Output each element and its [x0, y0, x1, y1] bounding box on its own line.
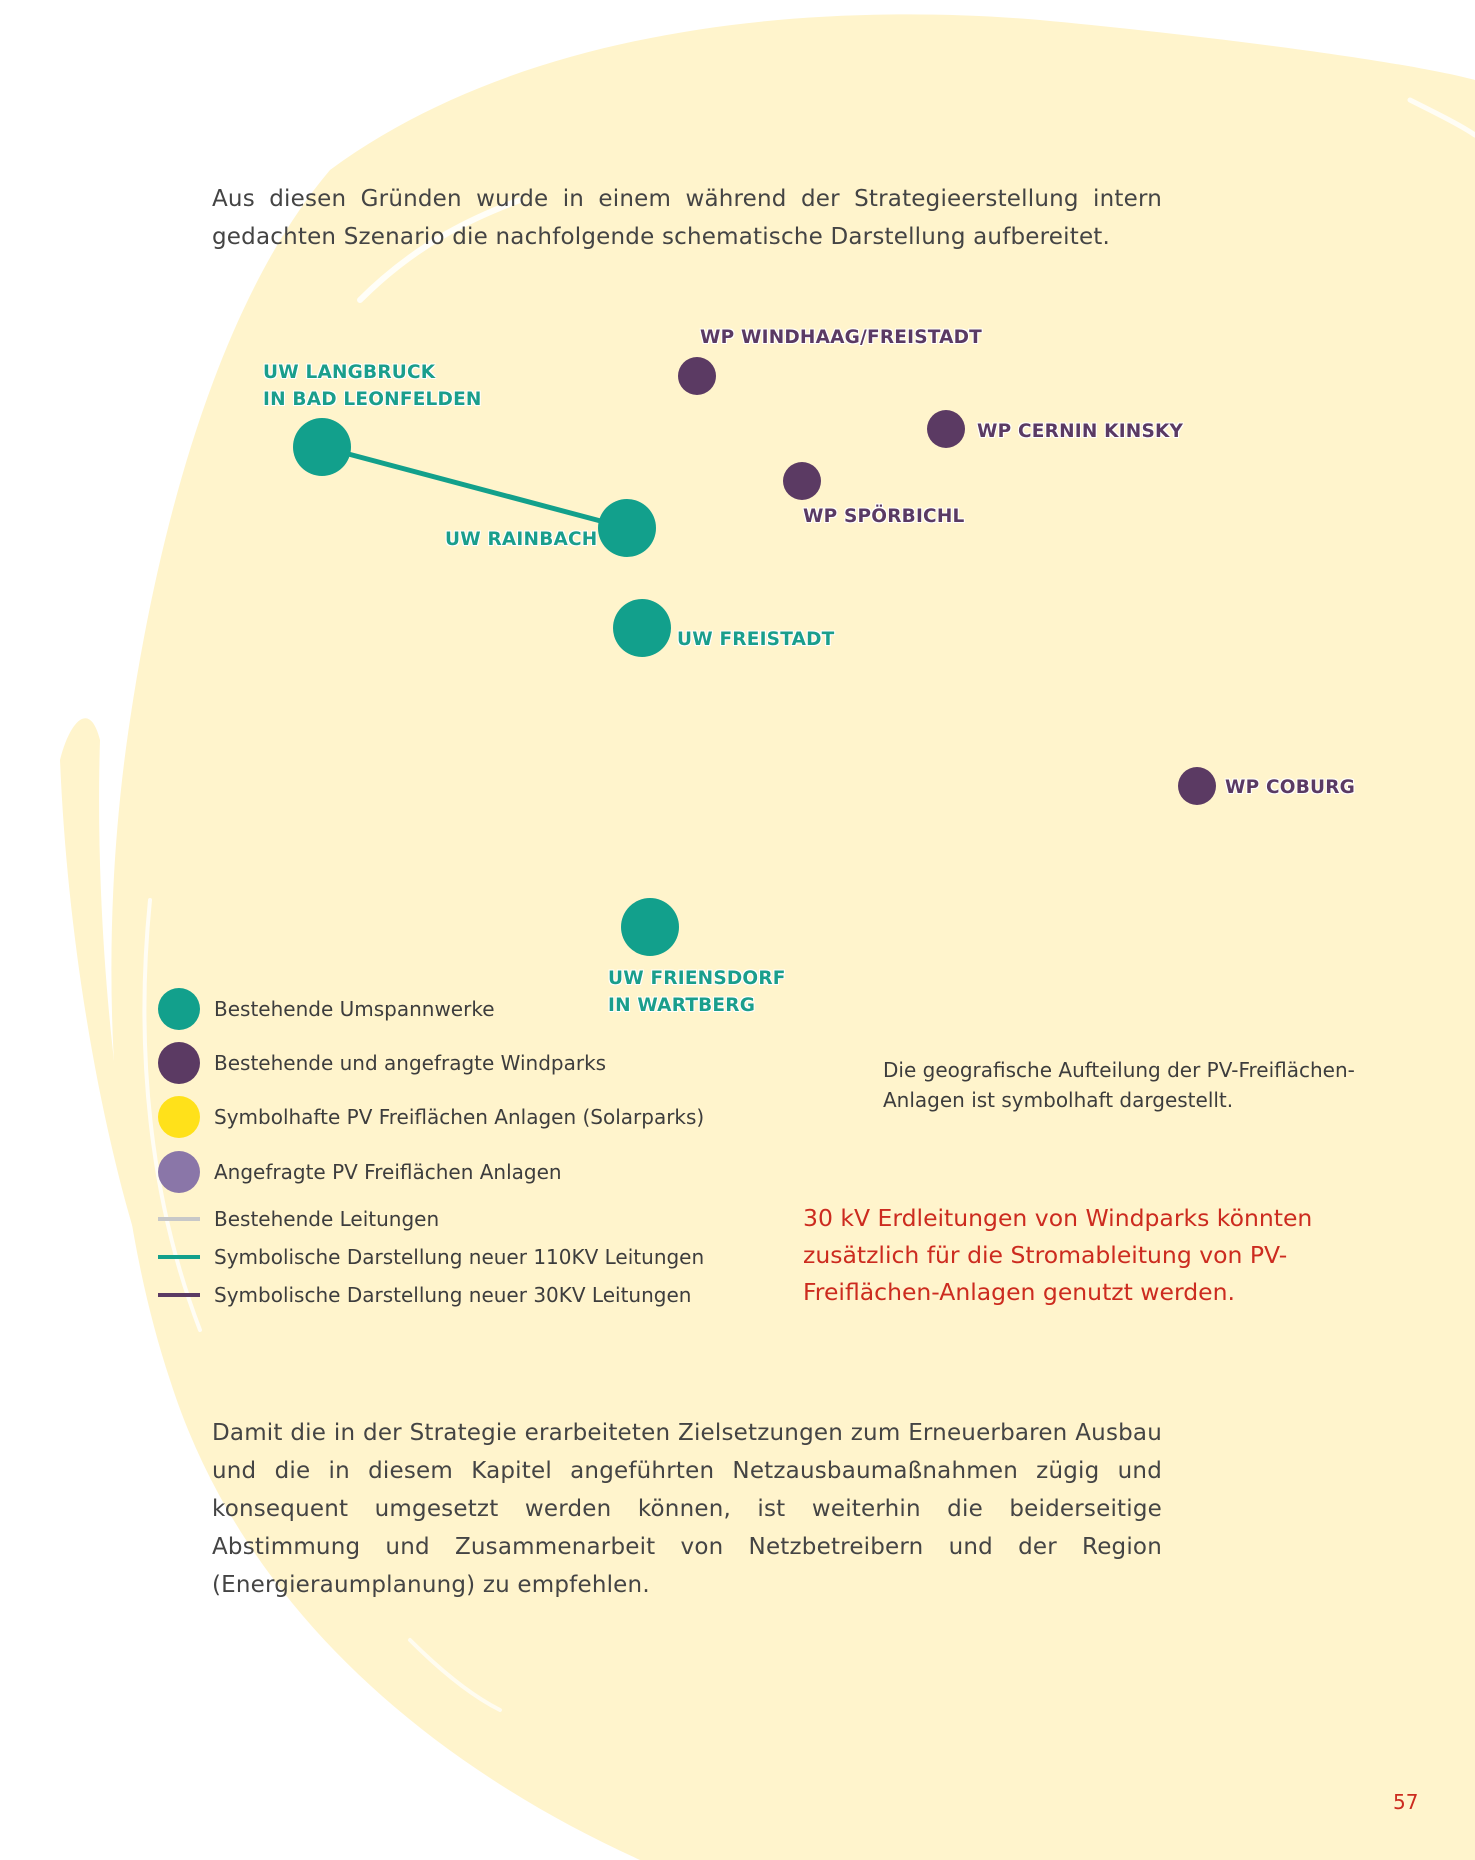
substation-node-friensdorf: [621, 898, 679, 956]
legend-swatch-requested-pv: [158, 1151, 200, 1193]
substation-label-langbruck: UW LANGBRUCK IN BAD LEONFELDEN: [263, 362, 482, 410]
legend-swatch-solarpark: [158, 1096, 200, 1138]
outro-paragraph: Damit die in der Strategie erarbeiteten …: [212, 1420, 1162, 1598]
legend-item-solarparks: Symbolhafte PV Freiflächen Anlagen (Sola…: [158, 1096, 704, 1138]
legend-item-existing-lines: Bestehende Leitungen: [158, 1207, 439, 1231]
legend-label: Bestehende Leitungen: [214, 1207, 440, 1231]
legend-swatch-substation: [158, 988, 200, 1030]
substation-node-rainbach: [598, 499, 656, 557]
legend-swatch-windpark: [158, 1042, 200, 1084]
legend-item-110kv-lines: Symbolische Darstellung neuer 110KV Leit…: [158, 1245, 704, 1269]
substation-label-freistadt: UW FREISTADT: [677, 629, 835, 650]
legend-label: Symbolische Darstellung neuer 30KV Leitu…: [214, 1283, 692, 1307]
line-110kv-langbruck-rainbach: [319, 444, 630, 531]
legend-swatch-110kv-line: [158, 1255, 200, 1259]
substation-node-langbruck: [293, 418, 351, 476]
legend-label: Bestehende und angefragte Windparks: [214, 1051, 607, 1075]
legend-label: Bestehende Umspannwerke: [214, 997, 495, 1021]
intro-paragraph: Aus diesen Gründen wurde in einem währen…: [212, 186, 1162, 250]
legend-swatch-30kv-line: [158, 1293, 200, 1297]
geographic-note: Die geografische Aufteilung der PV-Freif…: [883, 1058, 1355, 1112]
substation-label-friensdorf: UW FRIENSDORF IN WARTBERG: [608, 968, 786, 1016]
page-number: 57: [1393, 1790, 1419, 1814]
legend-item-requested-pv: Angefragte PV Freiflächen Anlagen: [158, 1151, 562, 1193]
windpark-node-coburg: [1178, 767, 1216, 805]
windpark-node-windhaag: [678, 357, 716, 395]
windpark-node-cernin: [927, 410, 965, 448]
legend-item-substations: Bestehende Umspannwerke: [158, 988, 495, 1030]
windpark-label-windhaag: WP WINDHAAG/FREISTADT: [700, 327, 982, 348]
substation-label-rainbach: UW RAINBACH: [445, 529, 598, 550]
30kv-cable-note: 30 kV Erdleitungen von Windparks könnten…: [803, 1204, 1313, 1306]
substation-node-freistadt: [613, 599, 671, 657]
windpark-label-cernin: WP CERNIN KINSKY: [977, 421, 1184, 442]
windpark-node-sporbichl: [783, 462, 821, 500]
legend-label: Symbolhafte PV Freiflächen Anlagen (Sola…: [214, 1105, 705, 1129]
legend-label: Symbolische Darstellung neuer 110KV Leit…: [214, 1245, 705, 1269]
legend-label: Angefragte PV Freiflächen Anlagen: [214, 1160, 562, 1184]
windpark-label-sporbichl: WP SPÖRBICHL: [803, 506, 965, 527]
legend-swatch-existing-line: [158, 1217, 200, 1221]
legend-item-windparks: Bestehende und angefragte Windparks: [158, 1042, 606, 1084]
windpark-label-coburg: WP COBURG: [1225, 777, 1356, 798]
legend-item-30kv-lines: Symbolische Darstellung neuer 30KV Leitu…: [158, 1283, 691, 1307]
